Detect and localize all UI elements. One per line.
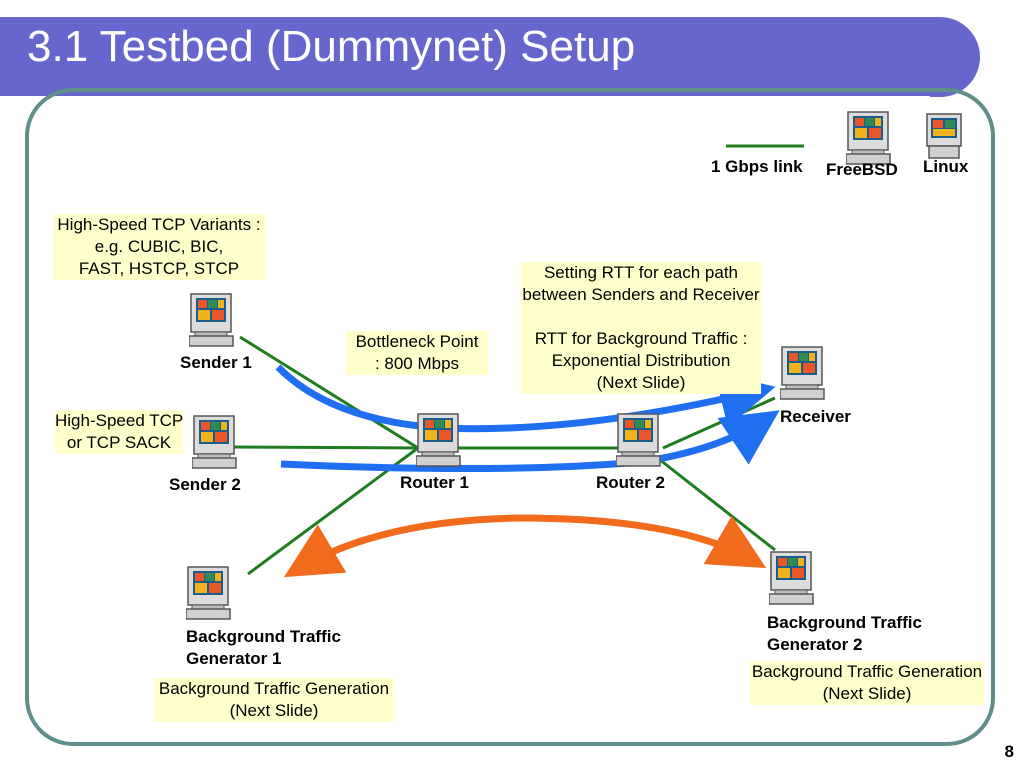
legend-freebsd-label: FreeBSD [826,160,898,179]
legend-link-label: 1 Gbps link [711,157,803,176]
content-frame [25,88,995,746]
bggen2-note: Background Traffic Generation(Next Slide… [750,661,984,705]
bggen1-pc-icon [186,566,231,620]
router1-label: Router 1 [400,473,469,492]
link-sender1-router1 [239,335,419,450]
flow-sender1-receiver [275,364,776,433]
bggen1-note: Background Traffic Generation(Next Slide… [154,678,394,722]
router1-pc-icon [416,413,461,467]
flow-sender2-receiver [280,410,780,473]
page-number: 8 [1004,742,1014,761]
legend-linux-label: Linux [923,157,969,176]
sender2-label: Sender 2 [169,475,241,494]
linux-pc-icon [926,113,962,159]
sender2-pc-icon [192,415,237,469]
router2-pc-icon [616,413,661,467]
variants-note: High-Speed TCP Variants :e.g. CUBIC, BIC… [53,214,265,280]
title-underline [0,96,930,102]
link-sender2-router1 [231,445,419,450]
title-bar [0,17,980,97]
freebsd-pc-icon [846,111,891,165]
receiver-pc-icon [780,346,825,400]
slide-title: 3.1 Testbed (Dummynet) Setup [27,22,636,71]
bggen2-pc-icon [769,551,814,605]
sender1-label: Sender 1 [180,353,252,372]
sender1-pc-icon [189,293,234,347]
router2-label: Router 2 [596,473,665,492]
receiver-label: Receiver [780,407,851,426]
link-router2-bggen2 [654,454,776,552]
flow-bggen1-bggen2 [283,514,767,578]
bottleneck-note: Bottleneck Point: 800 Mbps [346,331,488,375]
